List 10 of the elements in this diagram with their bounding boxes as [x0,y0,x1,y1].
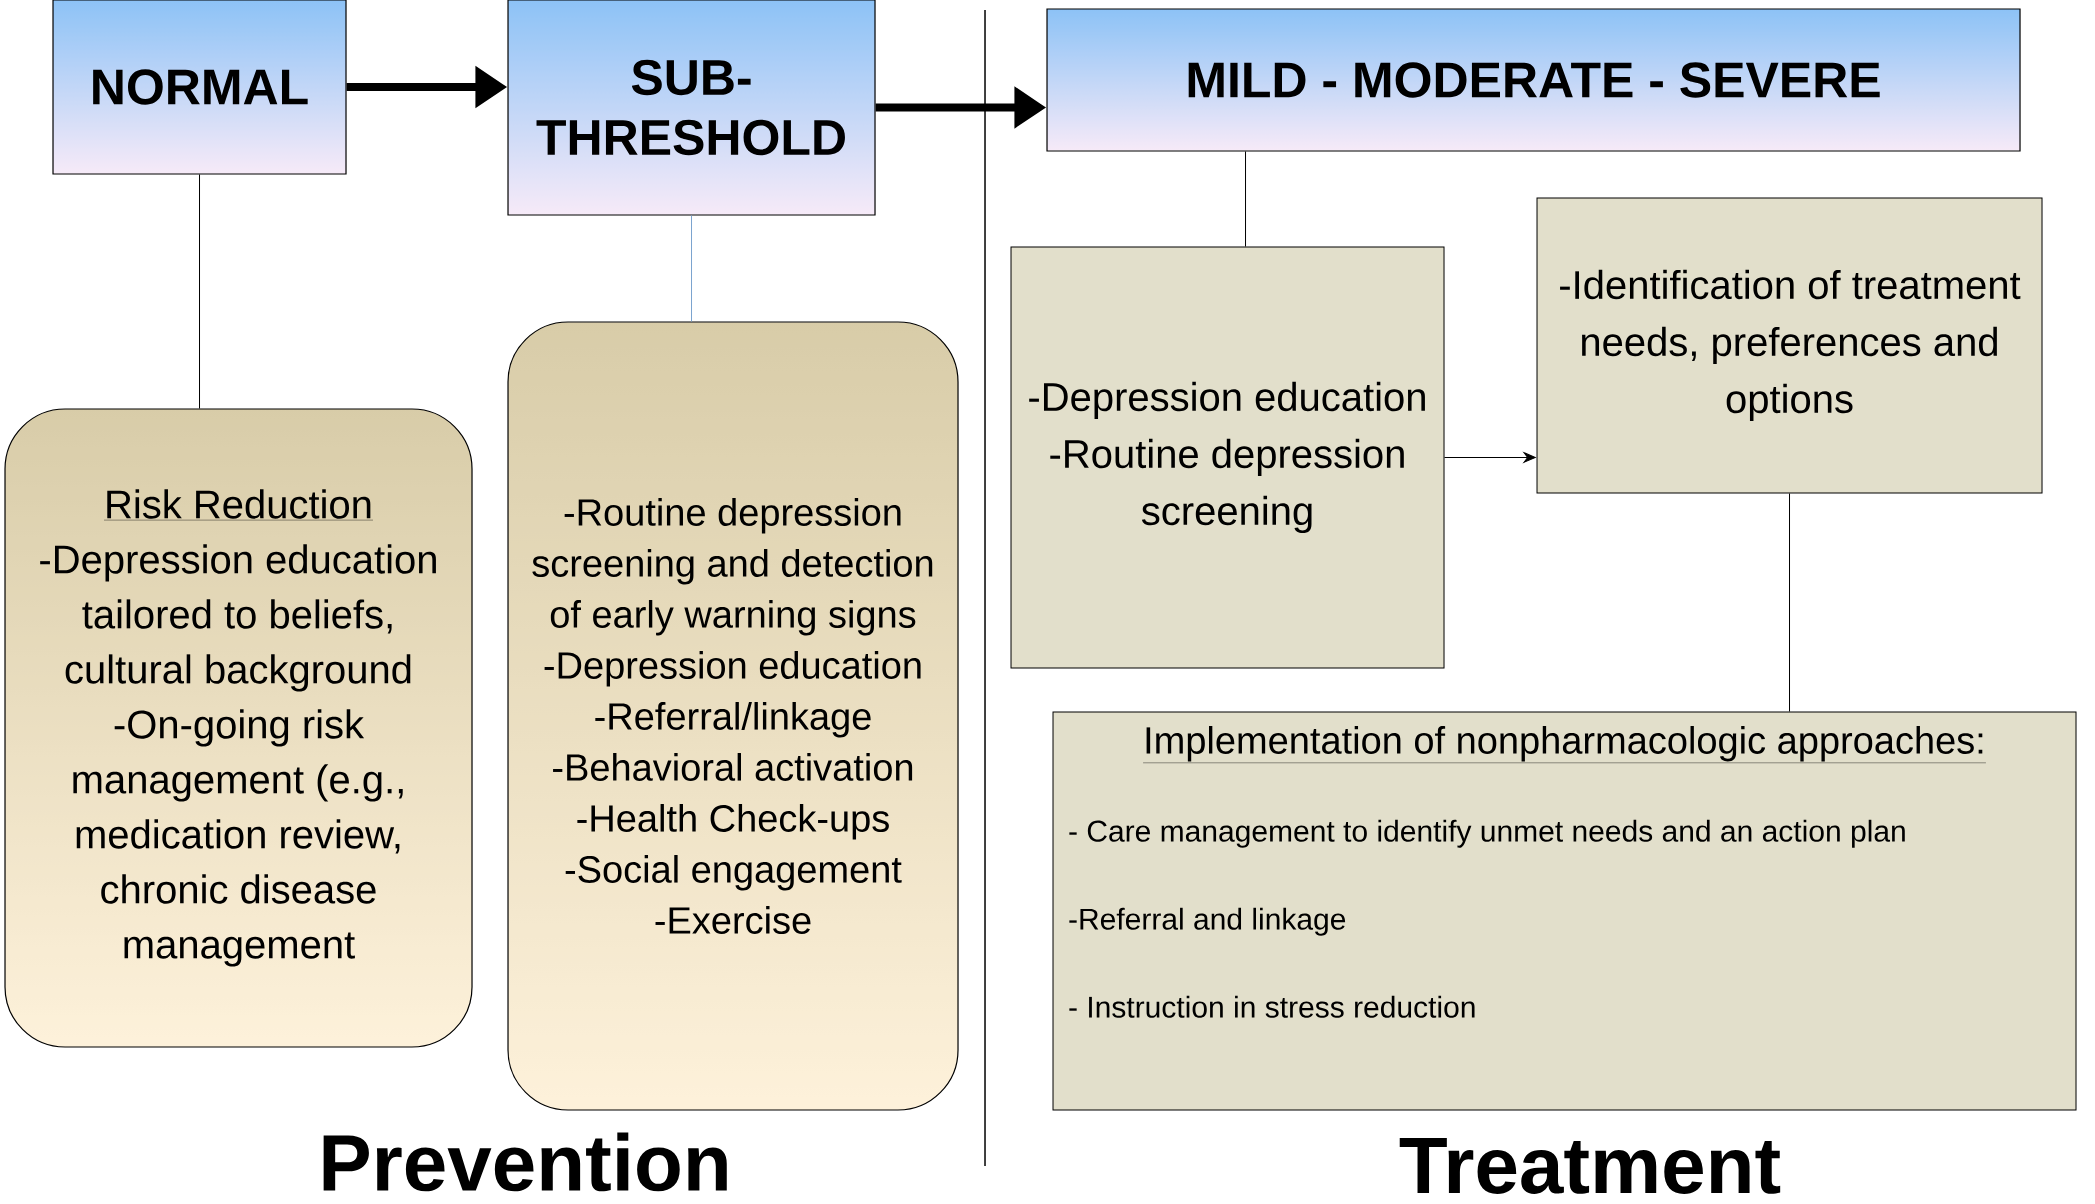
process-box: -Depression education -Routine depression screening [1010,246,1445,669]
stage-box: NORMAL [52,0,347,175]
process-box: Implementation of nonpharmacologic approaches: - Care management to identify unmet needs and an action plan -Referral and linkage - Instruction in stress reduction [1052,711,2077,1111]
section-heading: Prevention [323,1132,727,1192]
stage-box: SUB-THRESHOLD [507,0,876,216]
arrow [1444,452,1536,463]
process-box: -Identification of treatment needs, preferences and options [1536,197,2043,494]
stage-box: MILD - MODERATE - SEVERE [1046,8,2021,152]
rounded-box: Risk Reduction -Depression education tailored to beliefs, cultural background -On-going risk management (e.g., medication review, chronic disease management [4,408,473,1048]
rounded-box: -Routine depression screening and detection of early warning signs -Depression education -Referral/linkage -Behavioral activation -Health Check-ups -Social engagement -Exercise [507,321,959,1111]
